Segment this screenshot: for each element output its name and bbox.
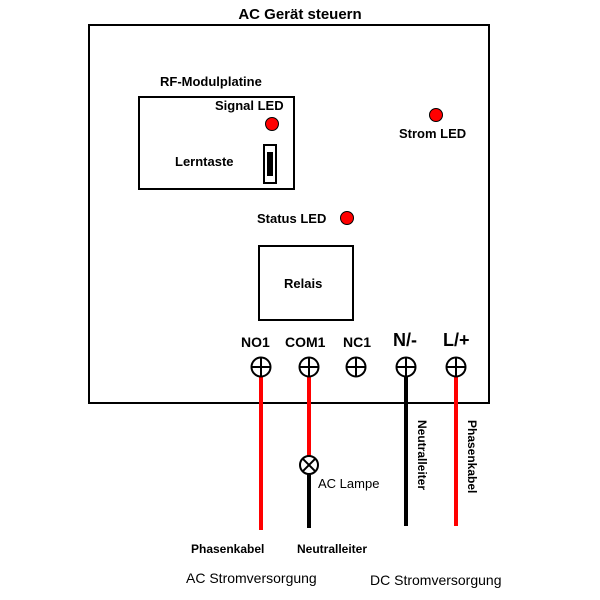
terminal-label-l: L/+ bbox=[443, 330, 470, 350]
signal-led-label: Signal LED bbox=[215, 98, 284, 113]
rf-module-label: RF-Modulplatine bbox=[160, 74, 262, 89]
terminal-screw-com1 bbox=[298, 356, 320, 378]
status-led bbox=[340, 211, 354, 225]
phase-cable-label: Phasenkabel bbox=[191, 542, 265, 556]
terminal-label-nc1: NC1 bbox=[343, 334, 372, 350]
status-led-label: Status LED bbox=[257, 211, 327, 226]
lamp-icon bbox=[299, 455, 319, 475]
rf-module-box bbox=[138, 96, 295, 190]
terminal-screw-n bbox=[395, 356, 417, 378]
terminal-label-com1: COM1 bbox=[285, 334, 326, 350]
neutral-cable-label: Neutralleiter bbox=[297, 542, 368, 556]
learn-button-label: Lerntaste bbox=[175, 154, 234, 169]
ac-supply-label: AC Stromversorgung bbox=[186, 570, 317, 586]
strom-led bbox=[429, 108, 443, 122]
phase-wire-label: Phasenkabel bbox=[465, 420, 479, 494]
learn-button bbox=[263, 144, 277, 184]
device-box bbox=[88, 24, 490, 404]
learn-button-knob bbox=[267, 152, 273, 176]
signal-led bbox=[265, 117, 279, 131]
terminal-screw-l bbox=[445, 356, 467, 378]
diagram-title: AC Gerät steuern bbox=[238, 6, 362, 23]
terminal-screw-no1 bbox=[250, 356, 272, 378]
lamp-label: AC Lampe bbox=[318, 476, 380, 491]
terminal-screw-nc1 bbox=[345, 356, 367, 378]
relay-box bbox=[258, 245, 354, 321]
neutral-wire-label: Neutralleiter bbox=[415, 420, 429, 491]
relay-label: Relais bbox=[284, 276, 323, 291]
strom-led-label: Strom LED bbox=[399, 126, 467, 141]
dc-supply-label: DC Stromversorgung bbox=[370, 572, 502, 588]
terminal-label-n: N/- bbox=[393, 330, 417, 350]
terminal-label-no1: NO1 bbox=[241, 334, 270, 350]
